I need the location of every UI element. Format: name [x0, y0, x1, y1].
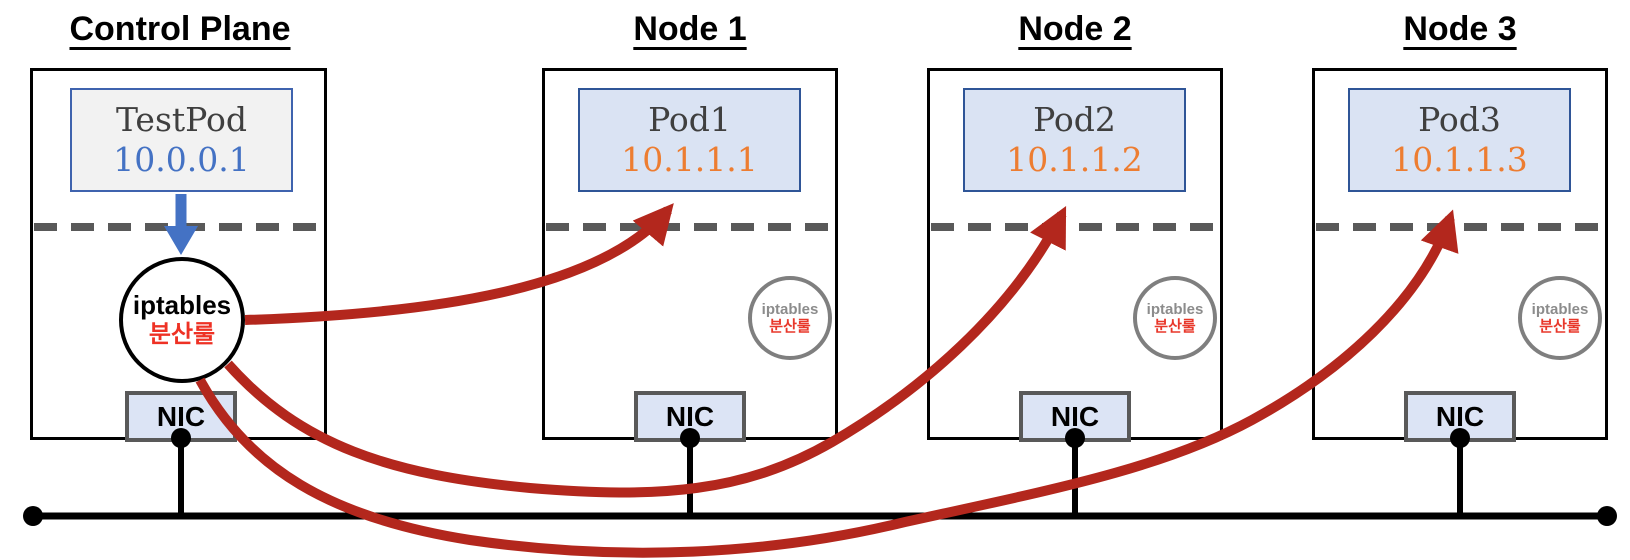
title-node-3: Node 3 [1403, 10, 1517, 48]
iptables-sublabel-korean: 분산룰 [769, 318, 811, 335]
nic-box-control-plane: NIC [125, 391, 237, 442]
iptables-sublabel-korean: 분산룰 [1154, 318, 1196, 335]
iptables-label: iptables [132, 290, 232, 321]
nic-box-node-1: NIC [634, 391, 746, 442]
nic-box-node-3: NIC [1404, 391, 1516, 442]
pod1-ip: 10.1.1.1 [621, 140, 758, 179]
iptables-circle-node-3: iptables 분산룰 [1518, 276, 1602, 360]
pod3-name: Pod3 [1418, 99, 1501, 139]
bus-endpoint-right [1597, 506, 1617, 526]
iptables-label: iptables [1146, 300, 1204, 318]
title-node-2: Node 2 [1018, 10, 1132, 48]
iptables-sublabel-korean: 분산룰 [148, 321, 216, 349]
iptables-circle-control-plane: iptables 분산룰 [119, 257, 245, 383]
iptables-label: iptables [1531, 300, 1589, 318]
testpod-box: TestPod 10.0.0.1 [70, 88, 293, 192]
title-node-1: Node 1 [633, 10, 747, 48]
pod2-ip: 10.1.1.2 [1006, 140, 1143, 179]
pod3-ip: 10.1.1.3 [1391, 140, 1528, 179]
bus-endpoint-left [23, 506, 43, 526]
pod2-name: Pod2 [1033, 99, 1116, 139]
testpod-ip: 10.0.0.1 [113, 140, 250, 179]
title-control-plane: Control Plane [69, 10, 291, 48]
pod1-box: Pod1 10.1.1.1 [578, 88, 801, 192]
nic-box-node-2: NIC [1019, 391, 1131, 442]
pod1-name: Pod1 [648, 99, 731, 139]
iptables-label: iptables [761, 300, 819, 318]
iptables-sublabel-korean: 분산룰 [1539, 318, 1581, 335]
pod2-box: Pod2 10.1.1.2 [963, 88, 1186, 192]
iptables-circle-node-2: iptables 분산룰 [1133, 276, 1217, 360]
iptables-circle-node-1: iptables 분산룰 [748, 276, 832, 360]
pod3-box: Pod3 10.1.1.3 [1348, 88, 1571, 192]
testpod-name: TestPod [115, 99, 248, 139]
